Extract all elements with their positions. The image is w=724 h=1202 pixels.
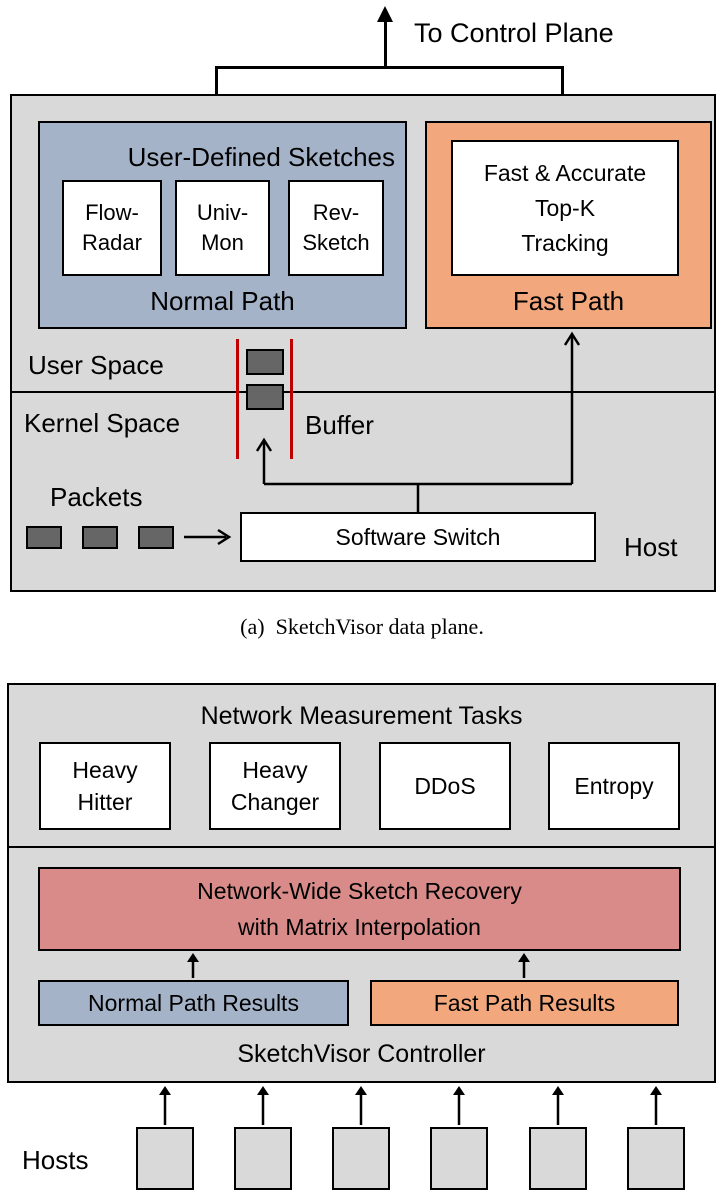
sketch-line2: Mon — [201, 230, 244, 255]
sketch-line1: Univ- — [196, 200, 249, 225]
control-plane-up-line — [384, 22, 387, 67]
user-space-label: User Space — [28, 350, 164, 380]
buffer-packet-top — [246, 349, 284, 375]
task-line1: Heavy — [72, 757, 138, 783]
host-box-3 — [332, 1127, 390, 1190]
user-kernel-divider — [12, 391, 714, 393]
task-line2: Hitter — [77, 789, 133, 815]
fast-results-label: Fast Path Results — [433, 989, 616, 1016]
normal-path-results-box: Normal Path Results — [38, 980, 349, 1026]
hosts-label: Hosts — [22, 1145, 89, 1175]
fast-path-label: Fast Path — [512, 286, 625, 316]
buffer-right-wall — [290, 339, 293, 459]
controller-label: SketchVisor Controller — [237, 1040, 486, 1068]
software-switch-box: Software Switch — [240, 512, 596, 562]
host-arrowhead-5 — [552, 1086, 564, 1095]
topk-line2: Top-K — [534, 194, 596, 221]
task-line1: DDoS — [414, 773, 476, 799]
task-line2: Changer — [230, 789, 320, 815]
fast-path-results-box: Fast Path Results — [370, 980, 679, 1026]
task-heavy-changer: Heavy Changer — [209, 742, 341, 830]
to-fast-path-arrowhead — [563, 331, 581, 346]
measurement-tasks-title: Network Measurement Tasks — [200, 702, 523, 730]
task-entropy: Entropy — [548, 742, 680, 830]
packets-to-switch-arrowhead — [217, 528, 232, 546]
host-arrowhead-6 — [650, 1086, 662, 1095]
fast-results-arrowhead — [518, 953, 530, 962]
recovery-line1: Network-Wide Sketch Recovery — [197, 878, 522, 904]
buffer-packet-bottom — [246, 384, 284, 410]
host-up-arrows — [159, 1086, 662, 1125]
sketch-line2: Sketch — [302, 230, 370, 255]
sketch-recovery-box: Network-Wide Sketch Recovery with Matrix… — [38, 867, 681, 951]
host-arrowhead-4 — [453, 1086, 465, 1095]
topk-line1: Fast & Accurate — [483, 159, 647, 186]
normal-results-label: Normal Path Results — [88, 989, 299, 1016]
caption-a: (a) SketchVisor data plane. — [240, 614, 484, 639]
sketch-line1: Rev- — [312, 200, 360, 225]
task-ddos: DDoS — [379, 742, 511, 830]
normal-path-label: Normal Path — [150, 286, 295, 316]
task-heavy-hitter: Heavy Hitter — [39, 742, 171, 830]
normal-results-arrowhead — [187, 953, 199, 962]
to-control-plane-label: To Control Plane — [414, 18, 614, 48]
topk-line3: Tracking — [521, 229, 609, 256]
buffer-label: Buffer — [305, 410, 374, 440]
control-plane-h-line — [215, 66, 564, 69]
packet-3 — [138, 526, 174, 549]
sketch-line1: Flow- — [85, 200, 139, 225]
topk-tracking-box: Fast & Accurate Top-K Tracking — [451, 140, 679, 276]
host-arrowhead-2 — [257, 1086, 269, 1095]
tasks-divider — [9, 846, 714, 848]
buffer-left-wall — [236, 339, 239, 459]
software-switch-label: Software Switch — [335, 523, 501, 550]
host-arrowhead-3 — [355, 1086, 367, 1095]
to-buffer-arrowhead — [255, 437, 273, 452]
host-box-5 — [529, 1127, 587, 1190]
kernel-space-label: Kernel Space — [24, 408, 181, 438]
recovery-line2: with Matrix Interpolation — [238, 914, 481, 940]
host-label: Host — [624, 532, 678, 562]
packet-2 — [82, 526, 118, 549]
sketch-univmon: Univ- Mon — [175, 180, 270, 276]
control-plane-arrowhead — [377, 6, 393, 22]
sketch-flow-radar: Flow- Radar — [62, 180, 162, 276]
host-box-6 — [627, 1127, 685, 1190]
host-box-4 — [430, 1127, 488, 1190]
host-arrowhead-1 — [159, 1086, 171, 1095]
sketch-line2: Radar — [82, 230, 142, 255]
host-box-1 — [136, 1127, 194, 1190]
packet-1 — [26, 526, 62, 549]
host-box-2 — [234, 1127, 292, 1190]
packets-label: Packets — [50, 482, 143, 512]
sketch-rev-sketch: Rev- Sketch — [288, 180, 384, 276]
task-line1: Entropy — [574, 773, 654, 799]
task-line1: Heavy — [242, 757, 308, 783]
user-defined-sketches-label: User-Defined Sketches — [127, 142, 395, 172]
